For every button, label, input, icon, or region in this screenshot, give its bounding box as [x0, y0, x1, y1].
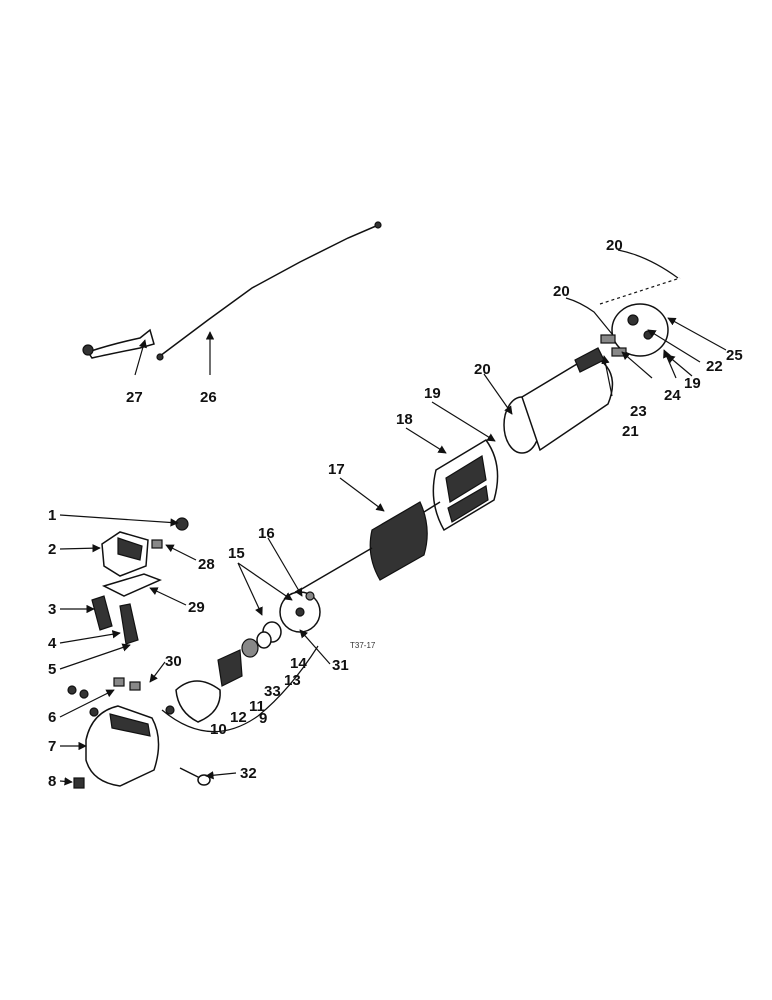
callout-15: 15 — [228, 545, 245, 562]
callout-6: 6 — [48, 709, 56, 726]
callout-16: 16 — [258, 525, 275, 542]
drive-assembly-parts — [165, 621, 282, 723]
callout-30: 30 — [165, 653, 182, 670]
drive-end-plate-15 — [279, 591, 321, 633]
callout-9: 9 — [259, 710, 267, 727]
callout-8: 8 — [48, 773, 56, 790]
callout-2: 2 — [48, 541, 56, 558]
figure-code: T37-17 — [350, 641, 376, 650]
callout-24: 24 — [664, 387, 681, 404]
solenoid-2 — [101, 517, 189, 597]
callout-22: 22 — [706, 358, 723, 375]
callout-3: 3 — [48, 601, 56, 618]
bolt-8 — [73, 777, 85, 789]
callout-11: 11 — [249, 698, 265, 715]
callout-10: 10 — [210, 721, 227, 738]
end-cover-22 — [611, 303, 669, 357]
callout-32: 32 — [240, 765, 257, 782]
callout-20b: 20 — [553, 283, 570, 300]
callout-labels: 1 2 3 4 5 6 7 8 9 10 11 12 13 14 15 16 1… — [48, 237, 743, 790]
callout-18: 18 — [396, 411, 413, 428]
through-bolt-32 — [179, 767, 211, 786]
callout-27: 27 — [126, 389, 143, 406]
armature-17 — [299, 501, 441, 591]
callout-20c: 20 — [606, 237, 623, 254]
field-coils-18 — [432, 439, 499, 532]
callout-17: 17 — [328, 461, 345, 478]
callout-13: 13 — [284, 672, 301, 689]
callout-19a: 19 — [424, 385, 441, 402]
field-frame-21 — [503, 347, 614, 454]
callout-4: 4 — [48, 635, 57, 652]
leader-lines — [59, 249, 727, 786]
callout-1: 1 — [48, 507, 56, 524]
callout-25: 25 — [726, 347, 743, 364]
drive-housing-7 — [85, 705, 160, 787]
shift-fork-parts — [91, 595, 139, 645]
callout-20a: 20 — [474, 361, 491, 378]
callout-19b: 19 — [684, 375, 701, 392]
shift-lever-27 — [82, 328, 155, 359]
callout-23: 23 — [630, 403, 647, 420]
callout-26: 26 — [200, 389, 217, 406]
callout-7: 7 — [48, 738, 56, 755]
callout-21: 21 — [622, 423, 639, 440]
callout-33: 33 — [264, 683, 281, 700]
callout-31: 31 — [332, 657, 349, 674]
callout-29: 29 — [188, 599, 205, 616]
callout-12: 12 — [230, 709, 247, 726]
shift-rod-26 — [156, 221, 382, 361]
small-hardware-6 — [67, 677, 141, 699]
callout-5: 5 — [48, 661, 56, 678]
callout-28: 28 — [198, 556, 215, 573]
callout-14: 14 — [290, 655, 307, 672]
